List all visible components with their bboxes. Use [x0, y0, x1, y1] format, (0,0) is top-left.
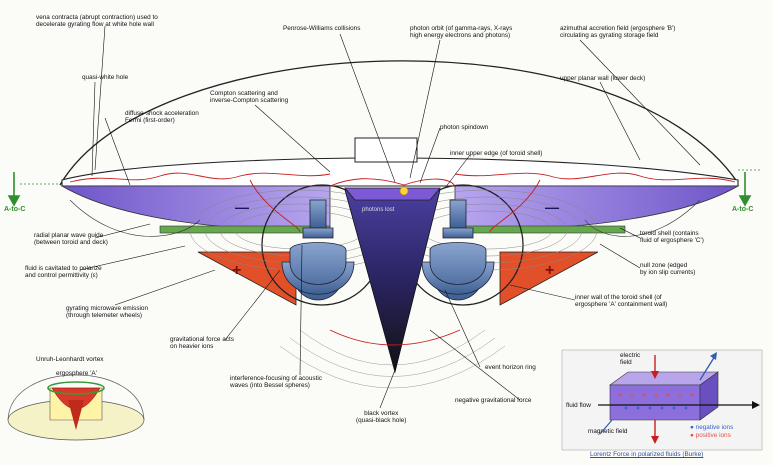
- inset-fluid-flow-label: fluid flow: [566, 402, 591, 409]
- inset-vortex-subtitle: ergosphere 'A': [56, 370, 97, 377]
- label-toroid-shell: toroid shell (contains fluid of ergosphe…: [640, 230, 704, 244]
- orange-triangle-left: [198, 252, 296, 305]
- label-inner-upper-edge: inner upper edge (of toroid shell): [450, 150, 542, 157]
- label-vena-contracta: vena contracta (abrupt contraction) used…: [36, 14, 158, 28]
- inset-negative-ions-label: ● negative ions: [690, 424, 733, 431]
- label-azimuthal-field: azimuthal accretion field (ergosphere 'B…: [560, 25, 675, 39]
- label-inner-wall: inner wall of the toroid shell (of ergos…: [575, 294, 667, 308]
- label-diffuse-shock: diffuse-shock acceleration Fermi (first-…: [125, 110, 199, 124]
- label-compton-scattering: Compton scattering and inverse-Compton s…: [210, 90, 288, 104]
- label-interference-focusing: interference-focusing of acoustic waves …: [230, 375, 322, 389]
- inset-vortex-title: Unruh-Leonhardt vortex: [36, 356, 104, 363]
- label-black-vortex: black vortex (quasi-black hole): [356, 410, 406, 424]
- label-upper-planar-wall: upper planar wall (lower deck): [560, 75, 645, 82]
- label-photon-orbit: photon orbit (of gamma-rays, X-rays high…: [410, 25, 512, 39]
- cone-top: [345, 188, 440, 200]
- svg-text:+: +: [232, 262, 241, 279]
- green-bar-right: [455, 226, 625, 233]
- svg-text:—: —: [235, 199, 249, 215]
- photons-lost-label: photons lost: [362, 207, 394, 213]
- label-quasi-white-hole: quasi-white hole: [82, 74, 128, 81]
- svg-text:+: +: [545, 262, 554, 279]
- label-penrose-williams: Penrose-Williams collisions: [283, 25, 360, 32]
- svg-text:—: —: [545, 199, 559, 215]
- a-to-c-left-label: A-to-C: [4, 206, 25, 213]
- inset-electric-field-label: electric field: [620, 352, 640, 366]
- inset-positive-ions-label: ● positive ions: [690, 432, 731, 439]
- label-gyrating-microwave: gyrating microwave emission (through tel…: [66, 305, 148, 319]
- inset-magnetic-field-label: magnetic field: [588, 428, 627, 435]
- a-to-c-right-label: A-to-C: [732, 206, 753, 213]
- label-negative-gravitational: negative gravitational force: [455, 397, 531, 404]
- purple-guide-right: [455, 186, 738, 230]
- label-event-horizon-ring: event horizon ring: [485, 364, 536, 371]
- label-photon-spindown: photon spindown: [440, 124, 488, 131]
- label-radial-planar-guide: radial planar wave guide (between toroid…: [34, 232, 108, 246]
- inset-lorentz-caption: Lorentz Force in polarized fluids (Burke…: [590, 451, 703, 458]
- label-fluid-cavitated: fluid is cavitated to polarize and contr…: [25, 265, 102, 279]
- inset-unruh-vortex: [8, 375, 144, 440]
- label-gravitational-force: gravitational force acts on heavier ions: [170, 336, 234, 350]
- label-null-zone: null zone (edged by ion slip currents): [640, 262, 695, 276]
